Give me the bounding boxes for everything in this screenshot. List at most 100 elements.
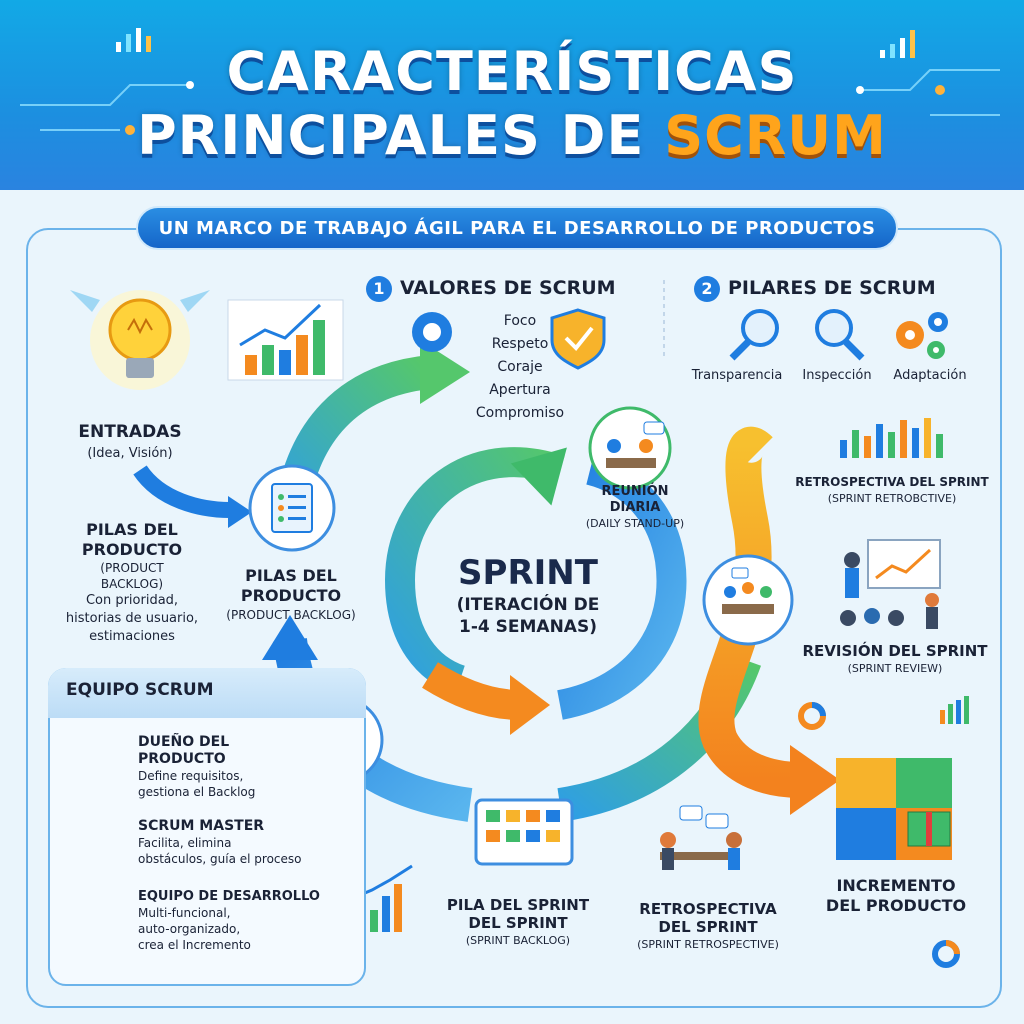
lightbulb-icon (70, 290, 210, 390)
master-title: SCRUM MASTER (138, 818, 265, 834)
value-item: Foco (503, 313, 537, 329)
backlog-center-line2: PRODUCTO (240, 586, 342, 605)
subtitle-banner: UN MARCO DE TRABAJO ÁGIL PARA EL DESARRO… (136, 206, 898, 250)
sprint-arrowhead-orange (510, 675, 550, 735)
value-item: Compromiso (475, 405, 565, 421)
bar-chart-small-left-icon (116, 28, 151, 52)
pillars-heading: 2 PILARES DE SCRUM (694, 276, 936, 302)
magnifier-inspection-icon (815, 309, 865, 361)
pillar-label: Transparencia (691, 368, 783, 383)
sprint-backlog-label: PILA DEL SPRINT DEL SPRINT (SPRINT BACKL… (426, 896, 610, 950)
dev-desc3: crea el Incremento (138, 938, 251, 952)
product-backlog-left: PILAS DEL PRODUCTO (PRODUCT BACKLOG) Con… (46, 520, 218, 646)
daily-line3: (DAILY STAND-UP) (585, 517, 685, 530)
gears-adaptation-icon (896, 312, 948, 359)
value-item: Coraje (497, 359, 543, 375)
backlog-left-line1: PILAS DEL (86, 520, 178, 539)
pillar-label: Inspección (802, 368, 872, 383)
scrum-team-panel (48, 668, 366, 986)
backlog-left-line4: BACKLOG) (100, 577, 164, 591)
owner-desc2: gestiona el Backlog (138, 785, 256, 799)
backlog-left-line2: PRODUCTO (81, 540, 183, 559)
increment-line1: INCREMENTO (836, 876, 956, 895)
sprint-center: SPRINT (ITERACIÓN DE 1-4 SEMANAS) (428, 552, 628, 638)
sprint-title: SPRINT (458, 553, 598, 593)
master-desc2: obstáculos, guía el proceso (138, 852, 302, 866)
sprint-loop-green (384, 447, 565, 695)
retro-top-line2: (SPRINT RETROBCTIVE) (827, 492, 957, 505)
mini-bars-icon (940, 696, 969, 724)
growth-chart-icon (227, 299, 344, 381)
daily-standup-meeting-icon (588, 406, 672, 490)
gear-team-icon (412, 312, 452, 352)
arrowhead-inputs (228, 496, 252, 528)
sprint-backlog-line3: (SPRINT BACKLOG) (465, 934, 571, 947)
review-line1: REVISIÓN DEL SPRINT (802, 642, 988, 660)
dev-desc2: auto-organizado, (138, 922, 241, 936)
team-dev: EQUIPO DE DESARROLLO Multi-funcional, au… (138, 888, 360, 953)
sprint-arrowhead-green (510, 447, 567, 506)
shield-check-icon (550, 308, 606, 370)
pillar-label: Adaptación (893, 368, 967, 383)
team-product-owner: DUEÑO DEL PRODUCTO Define requisitos, ge… (138, 734, 358, 800)
arrow-inputs (133, 465, 231, 518)
backlog-left-desc1: Con prioridad, (85, 593, 179, 608)
values-heading-text: VALORES DE SCRUM (400, 277, 616, 299)
bar-chart-retro-icon (840, 418, 943, 458)
arrowhead-outer-blue-up (262, 615, 318, 660)
circuit-lines-right-icon (860, 69, 1000, 116)
backlog-left-desc2: historias de usuario, (65, 611, 199, 626)
sprint-review-meeting-icon (702, 554, 794, 646)
retro-top-line1: RETROSPECTIVA DEL SPRINT (795, 475, 989, 489)
owner-title1: DUEÑO DEL (138, 734, 230, 750)
value-item: Respeto (491, 336, 549, 352)
review-label: REVISIÓN DEL SPRINT (SPRINT REVIEW) (790, 642, 1000, 678)
backlog-center-line3: (PRODUCT BACKLOG) (226, 608, 356, 622)
pillars-number-badge: 2 (694, 276, 720, 302)
arrowhead-orange-right (790, 745, 840, 815)
backlog-left-desc3: estimaciones (89, 629, 175, 644)
product-backlog-center: PILAS DEL PRODUCTO (PRODUCT BACKLOG) (206, 566, 376, 624)
backlog-center-line1: PILAS DEL (245, 566, 337, 585)
sprint-backlog-line2: DEL SPRINT (468, 914, 568, 932)
product-backlog-document-icon (248, 464, 336, 552)
inputs-heading: ENTRADAS (78, 422, 182, 442)
owner-desc1: Define requisitos, (138, 769, 244, 783)
circuit-lines-left-icon (20, 84, 190, 131)
sprint-loop-orange (422, 662, 521, 720)
inputs-sub: (Idea, Visión) (87, 446, 173, 461)
donut-chart-icon-bottom (932, 940, 960, 968)
arrowhead-outer-green (420, 340, 470, 404)
values-list: Foco Respeto Coraje Apertura Compromiso (450, 310, 590, 425)
value-item: Apertura (489, 382, 551, 398)
header-decorations (20, 28, 1000, 135)
retro-bottom-line2: DEL SPRINT (658, 918, 758, 936)
daily-standup-label: REUNIÓN DIARIA (DAILY STAND-UP) (560, 484, 710, 532)
owner-title2: PRODUCTO (138, 751, 226, 767)
dev-title: EQUIPO DE DESARROLLO (138, 889, 320, 904)
page-title-line1: CARACTERÍSTICAS (226, 40, 798, 103)
increment-line2: DEL PRODUCTO (825, 896, 967, 915)
pillars-heading-text: PILARES DE SCRUM (728, 277, 936, 299)
presentation-review-icon (840, 539, 941, 629)
values-heading: 1 VALORES DE SCRUM (366, 276, 616, 302)
sprint-line3: 1-4 SEMANAS) (459, 617, 597, 637)
values-number-badge: 1 (366, 276, 392, 302)
daily-line1: REUNIÓN (601, 484, 669, 499)
dev-desc1: Multi-funcional, (138, 906, 231, 920)
master-desc1: Facilita, elimina (138, 836, 232, 850)
retro-bottom-label: RETROSPECTIVA DEL SPRINT (SPRINT RETROSP… (610, 900, 806, 954)
donut-chart-icon-top (798, 702, 826, 730)
magnifier-transparency-icon (729, 309, 779, 361)
sprint-backlog-line1: PILA DEL SPRINT (446, 896, 590, 914)
header-banner (0, 0, 1024, 190)
page-title-part: PRINCIPALES DE (137, 104, 665, 167)
sprint-backlog-board-icon (474, 798, 574, 866)
page-title-line2: PRINCIPALES DE SCRUM (0, 104, 1024, 167)
retro-bottom-line1: RETROSPECTIVA (639, 900, 777, 918)
scrum-team-heading: EQUIPO SCRUM (66, 680, 214, 700)
daily-line2: DIARIA (609, 500, 661, 515)
sprint-line2: (ITERACIÓN DE (456, 595, 600, 615)
retro-top-label: RETROSPECTIVA DEL SPRINT (SPRINT RETROBC… (772, 474, 1012, 507)
retrospective-meeting-icon (660, 805, 742, 870)
